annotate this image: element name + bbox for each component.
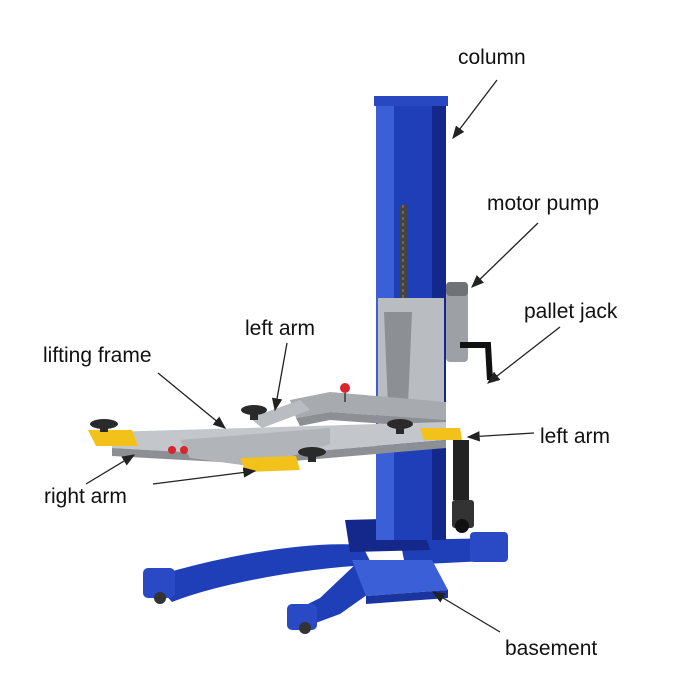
- right-arm-arrow-2: [152, 467, 257, 485]
- pallet-jack: [452, 342, 493, 533]
- lifting-frame-arrow: [157, 372, 227, 429]
- left-arm-right-label: left arm: [540, 425, 610, 448]
- motor-pump: [446, 282, 468, 362]
- left-arm-right-arrow: [466, 431, 535, 442]
- basement-label: basement: [505, 637, 597, 660]
- red-knobs: [168, 383, 350, 454]
- base-structure: [143, 518, 508, 634]
- right-arm-label: right arm: [44, 485, 127, 508]
- annotation-arrows: [85, 79, 561, 633]
- basement-arrow: [431, 591, 501, 633]
- right-arm-arrow-1: [85, 454, 136, 485]
- lifting-frame: [112, 298, 446, 466]
- pallet-jack-label: pallet jack: [524, 300, 618, 323]
- column-arrow: [452, 79, 498, 140]
- lifting-frame-label: lifting frame: [43, 344, 152, 367]
- motor-pump-label: motor pump: [487, 192, 599, 215]
- pallet-jack-arrow: [486, 326, 561, 384]
- arm-pads: [88, 405, 462, 472]
- motor-pump-arrow: [471, 222, 539, 288]
- left-arm-top-label: left arm: [245, 317, 315, 340]
- left-arm-top-arrow: [271, 342, 288, 412]
- column-label: column: [458, 46, 526, 69]
